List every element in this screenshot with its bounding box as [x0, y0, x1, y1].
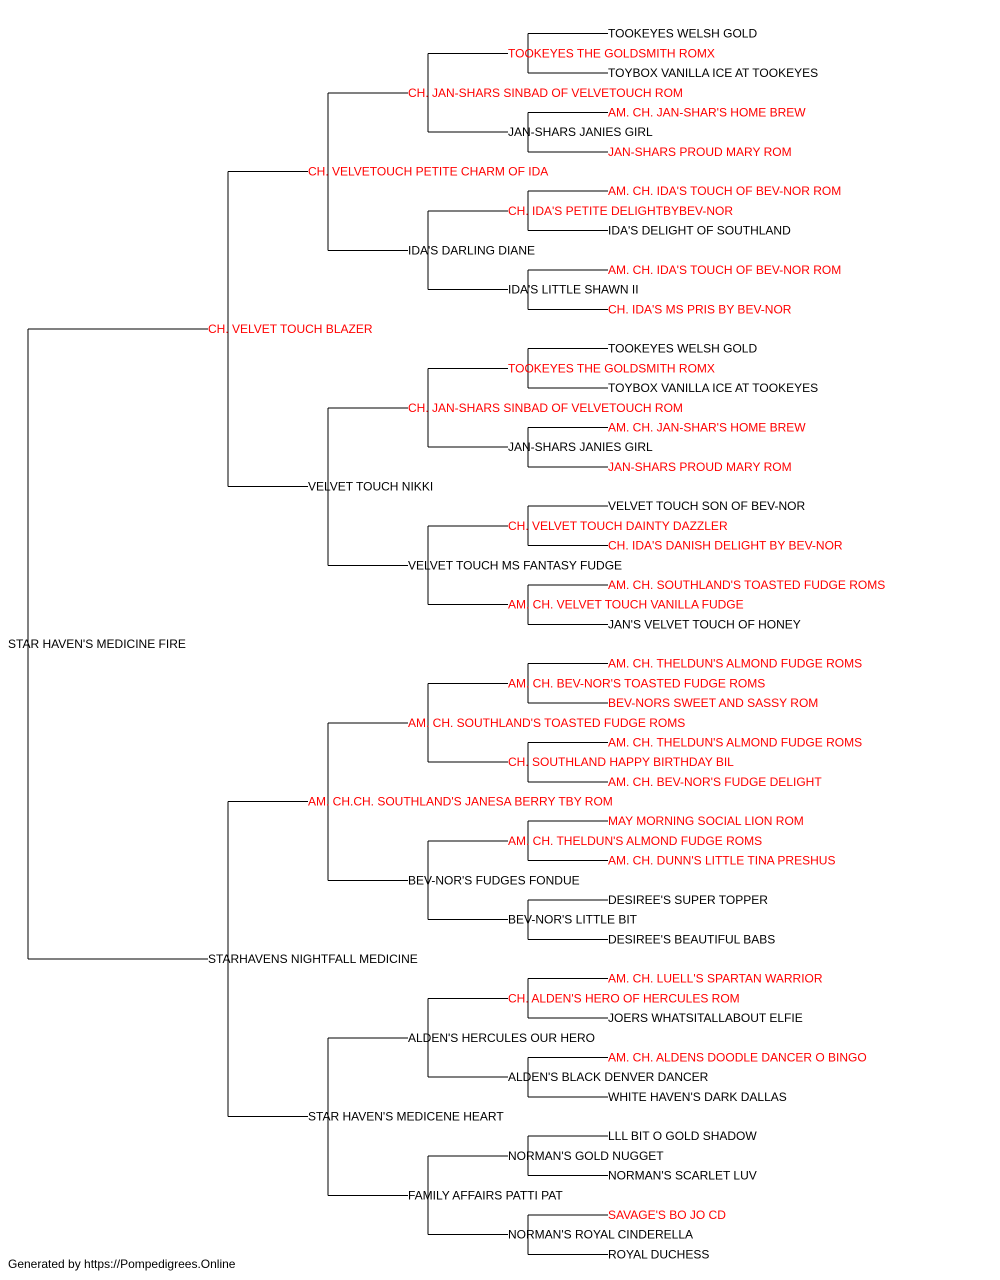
ggg-grandparent-dam-name: JAN'S VELVET TOUCH OF HONEY [608, 617, 801, 631]
gg-grandparent-sire-name: AM. CH. THELDUN'S ALMOND FUDGE ROMS [508, 834, 762, 848]
ggg-grandparent-dam-name: CH. IDA'S DANISH DELIGHT BY BEV-NOR [608, 539, 843, 553]
ggg-grandparent-sire-name: AM. CH. ALDENS DOODLE DANCER O BINGO [608, 1050, 867, 1064]
great-grandparent-sire-name: AM. CH. SOUTHLAND'S TOASTED FUDGE ROMS [408, 716, 685, 730]
ggg-grandparent-sire-name: MAY MORNING SOCIAL LION ROM [608, 814, 804, 828]
ggg-grandparent-sire-name: AM. CH. IDA'S TOUCH OF BEV-NOR ROM [608, 184, 841, 198]
ggg-grandparent-dam-name: BEV-NORS SWEET AND SASSY ROM [608, 696, 818, 710]
ggg-grandparent-sire-name: TOOKEYES WELSH GOLD [608, 27, 757, 41]
great-grandparent-dam-name: IDA'S DARLING DIANE [408, 243, 535, 257]
ggg-grandparent-sire-name: VELVET TOUCH SON OF BEV-NOR [608, 499, 805, 513]
great-grandparent-sire-name: CH. JAN-SHARS SINBAD OF VELVETOUCH ROM [408, 401, 683, 415]
ggg-grandparent-dam-name: CH. IDA'S MS PRIS BY BEV-NOR [608, 302, 792, 316]
great-grandparent-dam-name: VELVET TOUCH MS FANTASY FUDGE [408, 558, 622, 572]
grandparent-sire-name: AM. CH.CH. SOUTHLAND'S JANESA BERRY TBY … [308, 795, 613, 809]
ggg-grandparent-dam-name: TOYBOX VANILLA ICE AT TOOKEYES [608, 66, 818, 80]
ggg-grandparent-dam-name: DESIREE'S BEAUTIFUL BABS [608, 932, 775, 946]
ggg-grandparent-dam-name: JAN-SHARS PROUD MARY ROM [608, 460, 792, 474]
ggg-grandparent-sire-name: LLL BIT O GOLD SHADOW [608, 1129, 757, 1143]
ggg-grandparent-sire-name: AM. CH. JAN-SHAR'S HOME BREW [608, 105, 806, 119]
gg-grandparent-dam-name: CH. SOUTHLAND HAPPY BIRTHDAY BIL [508, 755, 734, 769]
gg-grandparent-sire-name: CH. VELVET TOUCH DAINTY DAZZLER [508, 519, 728, 533]
grandparent-dam-name: STAR HAVEN'S MEDICENE HEART [308, 1110, 504, 1124]
gg-grandparent-sire-name: TOOKEYES THE GOLDSMITH ROMX [508, 46, 715, 60]
great-grandparent-dam-name: FAMILY AFFAIRS PATTI PAT [408, 1188, 563, 1202]
gg-grandparent-dam-name: JAN-SHARS JANIES GIRL [508, 125, 653, 139]
ggg-grandparent-dam-name: JOERS WHATSITALLABOUT ELFIE [608, 1011, 803, 1025]
ggg-grandparent-dam-name: TOYBOX VANILLA ICE AT TOOKEYES [608, 381, 818, 395]
gg-grandparent-sire-name: CH. IDA'S PETITE DELIGHTBYBEV-NOR [508, 204, 733, 218]
ggg-grandparent-dam-name: ROYAL DUCHESS [608, 1247, 709, 1261]
ggg-grandparent-sire-name: AM. CH. THELDUN'S ALMOND FUDGE ROMS [608, 657, 862, 671]
footer-credit: Generated by https://Pompedigrees.Online [8, 1257, 236, 1271]
ggg-grandparent-sire-name: TOOKEYES WELSH GOLD [608, 342, 757, 356]
ggg-grandparent-sire-name: DESIREE'S SUPER TOPPER [608, 893, 768, 907]
pedigree-names: STAR HAVEN'S MEDICINE FIRE CH. VELVET TOU… [8, 27, 885, 1262]
ggg-grandparent-dam-name: IDA'S DELIGHT OF SOUTHLAND [608, 224, 791, 238]
subject-name: STAR HAVEN'S MEDICINE FIRE [8, 637, 186, 651]
great-grandparent-sire-name: CH. JAN-SHARS SINBAD OF VELVETOUCH ROM [408, 86, 683, 100]
gg-grandparent-sire-name: NORMAN'S GOLD NUGGET [508, 1149, 664, 1163]
gg-grandparent-dam-name: BEV-NOR'S LITTLE BIT [508, 913, 638, 927]
ggg-grandparent-dam-name: AM. CH. DUNN'S LITTLE TINA PRESHUS [608, 854, 835, 868]
ggg-grandparent-sire-name: AM. CH. LUELL'S SPARTAN WARRIOR [608, 972, 823, 986]
gg-grandparent-dam-name: ALDEN'S BLACK DENVER DANCER [508, 1070, 709, 1084]
gg-grandparent-sire-name: AM. CH. BEV-NOR'S TOASTED FUDGE ROMS [508, 676, 765, 690]
gg-grandparent-dam-name: NORMAN'S ROYAL CINDERELLA [508, 1228, 693, 1242]
great-grandparent-dam-name: BEV-NOR'S FUDGES FONDUE [408, 873, 580, 887]
ggg-grandparent-dam-name: AM. CH. BEV-NOR'S FUDGE DELIGHT [608, 775, 822, 789]
great-grandparent-sire-name: ALDEN'S HERCULES OUR HERO [408, 1031, 595, 1045]
ggg-grandparent-dam-name: JAN-SHARS PROUD MARY ROM [608, 145, 792, 159]
gg-grandparent-dam-name: AM. CH. VELVET TOUCH VANILLA FUDGE [508, 598, 744, 612]
grandparent-dam-name: VELVET TOUCH NIKKI [308, 480, 433, 494]
ggg-grandparent-sire-name: AM. CH. THELDUN'S ALMOND FUDGE ROMS [608, 735, 862, 749]
gg-grandparent-sire-name: CH. ALDEN'S HERO OF HERCULES ROM [508, 991, 740, 1005]
grandparent-sire-name: CH. VELVETOUCH PETITE CHARM OF IDA [308, 165, 548, 179]
ggg-grandparent-sire-name: AM. CH. JAN-SHAR'S HOME BREW [608, 420, 806, 434]
ggg-grandparent-dam-name: WHITE HAVEN'S DARK DALLAS [608, 1090, 787, 1104]
pedigree-connectors [27, 33, 608, 1255]
gg-grandparent-sire-name: TOOKEYES THE GOLDSMITH ROMX [508, 361, 715, 375]
ggg-grandparent-sire-name: AM. CH. IDA'S TOUCH OF BEV-NOR ROM [608, 263, 841, 277]
gg-grandparent-dam-name: JAN-SHARS JANIES GIRL [508, 440, 653, 454]
parent-sire-name: CH. VELVET TOUCH BLAZER [208, 322, 373, 336]
ggg-grandparent-sire-name: SAVAGE'S BO JO CD [608, 1208, 726, 1222]
ggg-grandparent-sire-name: AM. CH. SOUTHLAND'S TOASTED FUDGE ROMS [608, 578, 885, 592]
parent-dam-name: STARHAVENS NIGHTFALL MEDICINE [208, 952, 418, 966]
ggg-grandparent-dam-name: NORMAN'S SCARLET LUV [608, 1169, 757, 1183]
gg-grandparent-dam-name: IDA'S LITTLE SHAWN II [508, 283, 639, 297]
